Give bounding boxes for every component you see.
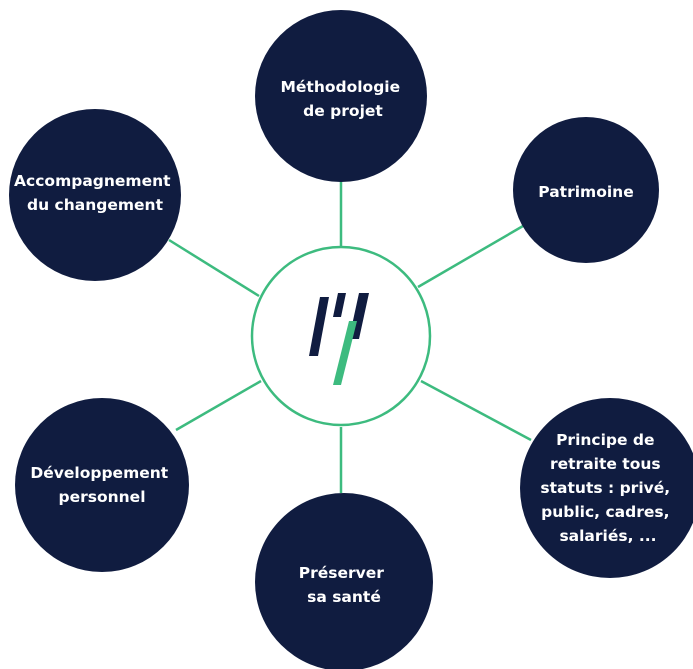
node-methodologie: Méthodologie de projet: [255, 10, 427, 182]
node-retraite: Principe de retraite tous statuts : priv…: [520, 398, 693, 578]
node-developpement-circle: [15, 398, 189, 572]
center-hub: [250, 245, 432, 427]
node-retraite-line-5: salariés, ...: [559, 527, 656, 545]
connector-patrimoine: [417, 224, 524, 289]
node-retraite-line-3: statuts : privé,: [540, 479, 670, 497]
node-accompagnement-line-1: Accompagnement: [14, 172, 171, 190]
node-sante-label: Préserver sa santé: [299, 564, 390, 606]
node-developpement: Développement personnel: [15, 398, 189, 572]
node-accompagnement-circle: [9, 109, 181, 281]
node-developpement-label: Développement personnel: [30, 464, 173, 506]
center-circle: [250, 245, 432, 427]
node-sante-line-1: Préserver: [299, 564, 385, 582]
connector-accompagnement: [168, 238, 260, 298]
node-sante: Préserver sa santé: [255, 493, 433, 669]
node-methodologie-line-2: de projet: [303, 102, 383, 120]
node-developpement-line-2: personnel: [58, 488, 145, 506]
node-accompagnement: Accompagnement du changement: [9, 109, 181, 281]
node-retraite-line-1: Principe de: [556, 431, 654, 449]
node-retraite-circle: [520, 398, 693, 578]
node-patrimoine-line-1: Patrimoine: [538, 183, 633, 201]
node-sante-line-2: sa santé: [307, 588, 381, 606]
node-retraite-label: Principe de retraite tous statuts : priv…: [540, 431, 675, 545]
node-methodologie-label: Méthodologie de projet: [280, 78, 405, 120]
node-patrimoine-circle: [513, 117, 659, 263]
connector-developpement: [175, 379, 262, 432]
node-accompagnement-label: Accompagnement du changement: [14, 172, 176, 214]
node-developpement-line-1: Développement: [30, 464, 168, 482]
node-methodologie-circle: [255, 10, 427, 182]
connector-retraite: [420, 379, 532, 442]
node-retraite-line-2: retraite tous: [550, 455, 661, 473]
node-accompagnement-line-2: du changement: [27, 196, 164, 214]
node-patrimoine-label: Patrimoine: [538, 183, 633, 201]
connectors: [168, 178, 532, 493]
node-methodologie-line-1: Méthodologie: [280, 78, 400, 96]
node-sante-circle: [255, 493, 433, 669]
node-patrimoine: Patrimoine: [513, 117, 659, 263]
company-logo-icon: [309, 293, 369, 385]
nodes: Méthodologie de projet Patrimoine Princi…: [9, 10, 693, 669]
node-retraite-line-4: public, cadres,: [541, 503, 669, 521]
